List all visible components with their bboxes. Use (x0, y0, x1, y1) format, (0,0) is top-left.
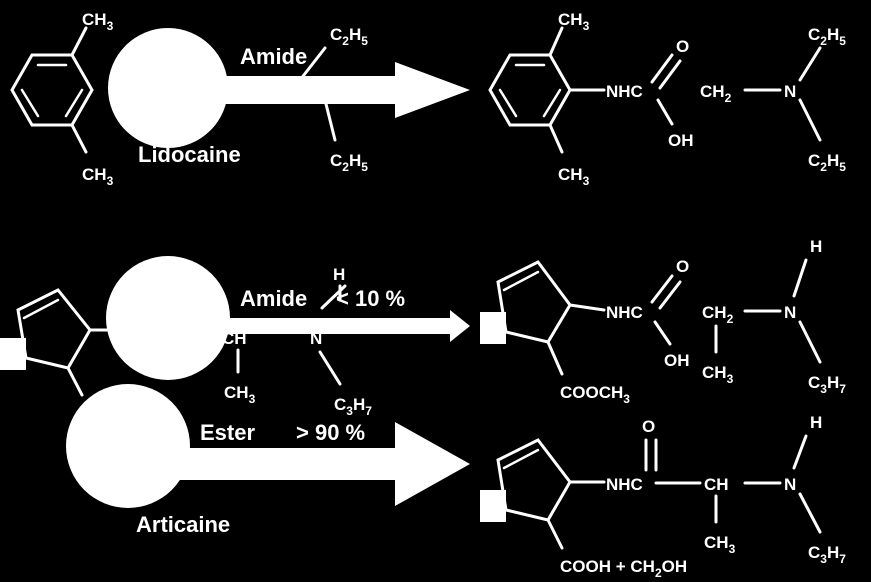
lidocaine-product: CH3 CH3 NHC O OH CH2 N C2H5 C2H5 (488, 10, 846, 188)
articaine-reactant-circle-upper (106, 256, 230, 380)
articaine-amide-product-ester: COOCH3 (560, 383, 630, 406)
articaine-amide-product-hydroxyl: OH (664, 351, 690, 370)
articaine-amide-label: Amide (240, 286, 307, 311)
lidocaine-reactant-ethyl-bottom: C2H5 (330, 151, 368, 174)
articaine-amide-product-sulfur-square (480, 312, 506, 344)
articaine-reactant-propyl: C3H7 (334, 395, 372, 418)
articaine-ester-product-ch: CH (704, 475, 729, 494)
lidocaine-reactant-ethyl-top: C2H5 (330, 25, 368, 48)
lidocaine-product-ethyl-bottom: C2H5 (808, 151, 846, 174)
lidocaine-reactant-circle (108, 28, 228, 148)
lidocaine-product-ethyl-top: C2H5 (808, 25, 846, 48)
articaine-ester-product-acid: COOH + CH2OH (560, 557, 687, 580)
articaine-reactant-sulfur-square (0, 338, 26, 370)
articaine-ester-product-propyl: C3H7 (808, 543, 846, 566)
articaine-ester-product: NHC O CH CH3 H N C3H7 COOH + CH2OH (480, 413, 846, 580)
articaine-ester-label: Ester (200, 420, 255, 445)
articaine-amide-product-oxygen: O (676, 257, 689, 276)
articaine-reactant-ch3: CH3 (224, 383, 256, 406)
articaine-ester-product-nhc: NHC (606, 475, 643, 494)
articaine-amide-product-ch3: CH3 (702, 363, 734, 386)
articaine-amide-arrow (160, 310, 470, 342)
lidocaine-product-methyl-bottom: CH3 (558, 165, 590, 188)
lidocaine-product-nhc: NHC (606, 82, 643, 101)
articaine-amide-product-nhc: NHC (606, 303, 643, 322)
lidocaine-product-methyl-top: CH3 (558, 10, 590, 33)
lidocaine-reaction-arrow (160, 62, 470, 118)
articaine-amide-percent: < 10 % (336, 286, 405, 311)
lidocaine-name: Lidocaine (138, 142, 241, 167)
lidocaine-reactant-methyl-top: CH3 (82, 10, 114, 33)
articaine-ester-product-sulfur-square (480, 490, 506, 522)
lidocaine-product-nitrogen: N (784, 82, 796, 101)
articaine-amide-product-nitrogen: N (784, 303, 796, 322)
lidocaine-reactant-methyl-bottom: CH3 (82, 165, 114, 188)
articaine-amide-product-ch2: CH2 (702, 303, 734, 326)
articaine-ester-product-oxygen: O (642, 417, 655, 436)
articaine-ester-product-ch3: CH3 (704, 533, 736, 556)
articaine-amide-product-h: H (810, 237, 822, 256)
articaine-amide-product-propyl: C3H7 (808, 373, 846, 396)
lidocaine-reactant: CH3 CH3 C2H5 C2H5 (10, 10, 368, 188)
articaine-ester-arrow (120, 422, 470, 506)
lidocaine-product-hydroxyl: OH (668, 131, 694, 150)
articaine-ester-product-h: H (810, 413, 822, 432)
articaine-amide-product: NHC O OH CH2 CH3 H N C3H7 COOCH3 (480, 237, 846, 406)
lidocaine-product-oxygen: O (676, 37, 689, 56)
articaine-reactant: H CH N CH3 C3H7 (0, 265, 372, 418)
lidocaine-product-ch2: CH2 (700, 82, 732, 105)
articaine-reactant-h: H (333, 265, 345, 284)
articaine-reactant-circle-lower (66, 384, 190, 508)
lidocaine-arrow-label: Amide (240, 44, 307, 69)
articaine-ester-product-nitrogen: N (784, 475, 796, 494)
articaine-ester-percent: > 90 % (296, 420, 365, 445)
articaine-name: Articaine (136, 512, 230, 537)
